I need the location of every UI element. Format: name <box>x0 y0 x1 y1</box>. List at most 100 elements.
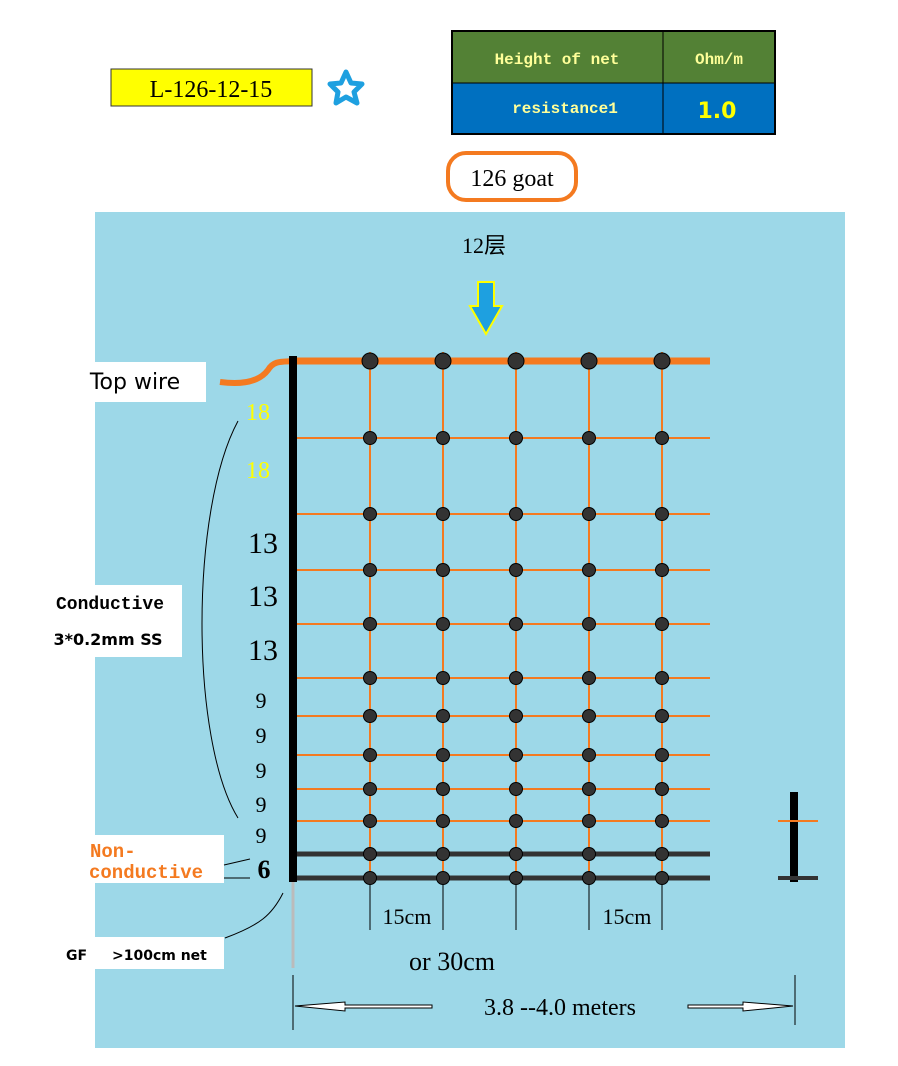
table-row-value: 1.0 <box>698 99 737 124</box>
conductive-label-box <box>29 585 182 657</box>
wire-knot <box>653 352 671 370</box>
wire-knot <box>582 748 596 762</box>
wire-knot <box>436 671 450 685</box>
top-wire-lead <box>219 358 296 386</box>
wire-knot <box>582 671 596 685</box>
wire-knot <box>436 871 450 885</box>
wire-knot <box>363 871 377 885</box>
table-header-ohm: Ohm/m <box>695 51 743 69</box>
wire-knot <box>363 709 377 723</box>
wire-knot <box>436 814 450 828</box>
spacing-label: 13 <box>248 527 278 560</box>
spacing-label: 18 <box>246 400 270 426</box>
top-wire-label-box <box>79 362 206 402</box>
wire-knot <box>655 847 669 861</box>
wire-knot <box>509 748 523 762</box>
resistance-table: Height of net Ohm/m resistance1 1.0 <box>451 30 776 135</box>
wire-knot <box>363 671 377 685</box>
wire-knot <box>363 814 377 828</box>
wire-knot <box>436 617 450 631</box>
wire-knot <box>655 709 669 723</box>
spacing-label: 9 <box>256 723 267 748</box>
table-row-label: resistance1 <box>512 100 618 118</box>
wire-knot <box>509 709 523 723</box>
spacing-label: 9 <box>256 758 267 783</box>
wire-knot <box>580 352 598 370</box>
wire-knot <box>436 507 450 521</box>
wire-knot <box>655 782 669 796</box>
layers-label: 12层 <box>462 233 506 258</box>
wire-knot <box>582 847 596 861</box>
wire-knot <box>582 431 596 445</box>
star-icon <box>327 69 365 106</box>
wire-knot <box>509 671 523 685</box>
wire-knot <box>655 671 669 685</box>
wire-knot <box>436 748 450 762</box>
wire-knot <box>509 814 523 828</box>
gf-label-box <box>95 937 224 969</box>
spacing-labels: 18 18 13 13 13 9 9 9 9 9 6 <box>246 400 278 884</box>
wire-knot <box>509 847 523 861</box>
wire-knot <box>507 352 525 370</box>
conductive-label: Conductive <box>56 595 164 615</box>
wire-knot <box>582 782 596 796</box>
wire-knot <box>363 782 377 796</box>
spacing-label: 13 <box>248 580 278 613</box>
wire-knot <box>509 507 523 521</box>
wire-knot <box>363 563 377 577</box>
spacing-label: 6 <box>258 855 271 884</box>
wire-knot <box>363 748 377 762</box>
wire-knot <box>655 431 669 445</box>
arrow-down-icon <box>468 281 504 337</box>
net-height-label: >100cm net <box>112 948 207 964</box>
wire-knot <box>655 507 669 521</box>
wire-knot <box>582 871 596 885</box>
spacing-label: 9 <box>256 823 267 848</box>
wire-knot <box>655 748 669 762</box>
wire-knot <box>655 871 669 885</box>
wire-knot <box>582 507 596 521</box>
wire-knot <box>655 617 669 631</box>
nonconductive-label-2: conductive <box>89 862 203 884</box>
conductive-bracket <box>201 420 239 819</box>
table-header-row <box>452 31 775 83</box>
nonconductive-label-box <box>88 835 224 883</box>
product-label-box <box>446 151 578 202</box>
width-arrow-left <box>294 1001 433 1012</box>
wire-knot <box>582 709 596 723</box>
wire-knot <box>363 617 377 631</box>
wire-knot <box>436 847 450 861</box>
model-code-box <box>110 68 313 107</box>
wire-knot <box>655 563 669 577</box>
wire-knot <box>582 563 596 577</box>
conductive-spec: 3*0.2mm SS <box>53 630 162 649</box>
wire-knot <box>436 782 450 796</box>
post-spacing-alt: or 30cm <box>409 947 495 976</box>
wire-knot <box>509 563 523 577</box>
width-label: 3.8 --4.0 meters <box>484 995 636 1021</box>
gf-leader <box>224 892 284 939</box>
spacing-label: 9 <box>256 688 267 713</box>
wire-knot <box>509 871 523 885</box>
model-code: L-126-12-15 <box>150 77 273 103</box>
spacing-label: 9 <box>256 792 267 817</box>
wire-knot <box>655 814 669 828</box>
wire-knot <box>582 814 596 828</box>
table-header-height: Height of net <box>495 51 620 69</box>
net-grid <box>297 352 710 885</box>
spacing-label: 13 <box>248 634 278 667</box>
wire-knot <box>436 563 450 577</box>
product-label: 126 goat <box>470 166 554 192</box>
width-arrow-right <box>687 1001 794 1012</box>
wire-knot <box>363 847 377 861</box>
wire-knot <box>509 617 523 631</box>
table-data-row <box>452 83 775 134</box>
top-wire-label: Top wire <box>89 370 180 395</box>
wire-knot <box>582 617 596 631</box>
nonconductive-leader-1 <box>223 858 251 866</box>
spacing-label: 18 <box>246 458 270 484</box>
wire-knot <box>363 507 377 521</box>
wire-knot <box>361 352 379 370</box>
gf-label: GF <box>66 948 87 964</box>
